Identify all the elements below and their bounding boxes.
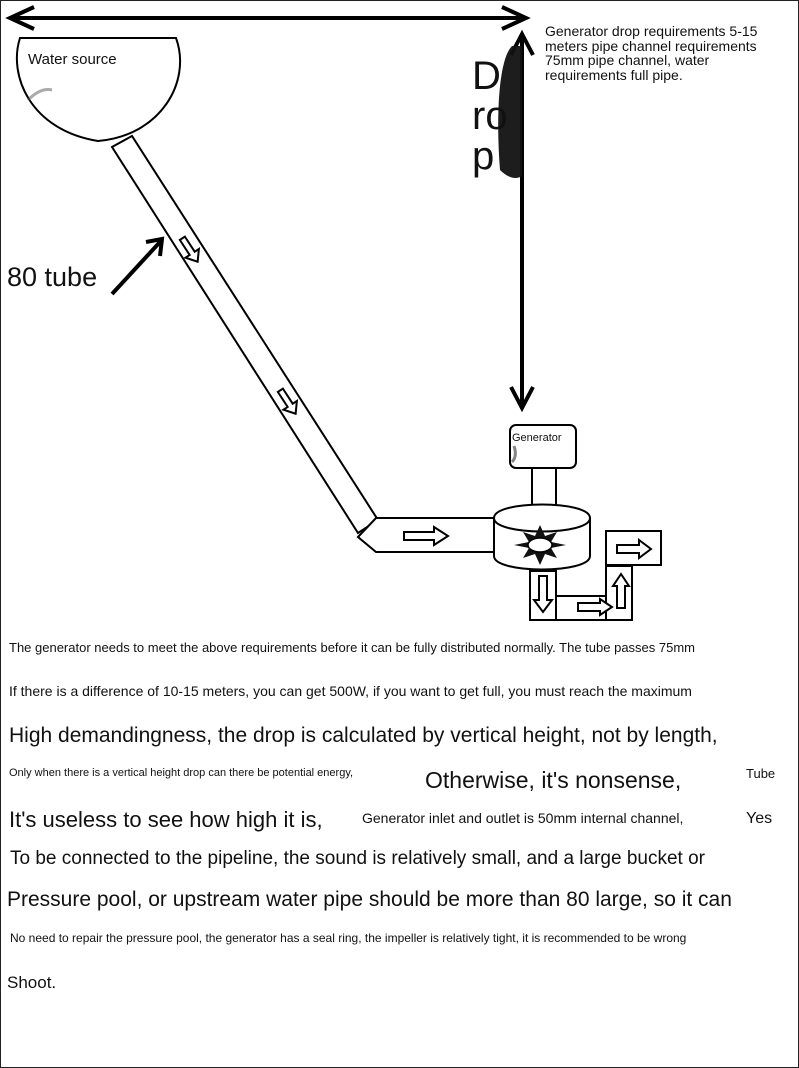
note-line: It's useless to see how high it is,	[9, 807, 323, 832]
flow-arrow-icon	[577, 597, 614, 617]
note-line: High demandingness, the drop is calculat…	[9, 724, 718, 747]
requirements-note: Generator drop requirements 5-15 meters …	[545, 23, 758, 84]
note-line: To be connected to the pipeline, the sou…	[10, 848, 705, 869]
width-arrow	[5, 5, 531, 31]
flow-arrow-icon	[403, 525, 450, 547]
note-line: Shoot.	[7, 973, 57, 992]
note-line: No need to repair the pressure pool, the…	[10, 931, 687, 945]
drop-arrow	[498, 29, 535, 413]
flow-arrow-icon	[276, 387, 299, 416]
inlet-pipe	[356, 517, 497, 553]
note-line: Generator inlet and outlet is 50mm inter…	[362, 810, 684, 826]
generator-label: Generator	[512, 432, 562, 444]
note-line: The generator needs to meet the above re…	[9, 640, 696, 655]
flow-arrow-icon	[178, 235, 201, 264]
flow-arrow-icon	[616, 538, 653, 560]
flow-arrow-icon	[611, 572, 631, 609]
note-line: Tube	[746, 766, 776, 781]
note-line: Yes	[746, 810, 773, 827]
tube-label: 80 tube	[7, 262, 98, 292]
note-line: Otherwise, it's nonsense,	[425, 767, 682, 793]
impeller-icon	[514, 525, 566, 565]
tube-pointer-arrow	[110, 236, 165, 296]
note-line: If there is a difference of 10-15 meters…	[9, 683, 692, 699]
water-source-bowl	[15, 37, 181, 143]
note-line: Pressure pool, or upstream water pipe sh…	[7, 888, 732, 911]
water-source-label: Water source	[28, 51, 117, 68]
flow-arrow-icon	[532, 575, 554, 614]
outlet-pipe	[529, 530, 662, 621]
drop-label: Drop	[472, 54, 508, 178]
note-line: Only when there is a vertical height dro…	[9, 767, 354, 779]
diagonal-tube	[110, 134, 380, 535]
